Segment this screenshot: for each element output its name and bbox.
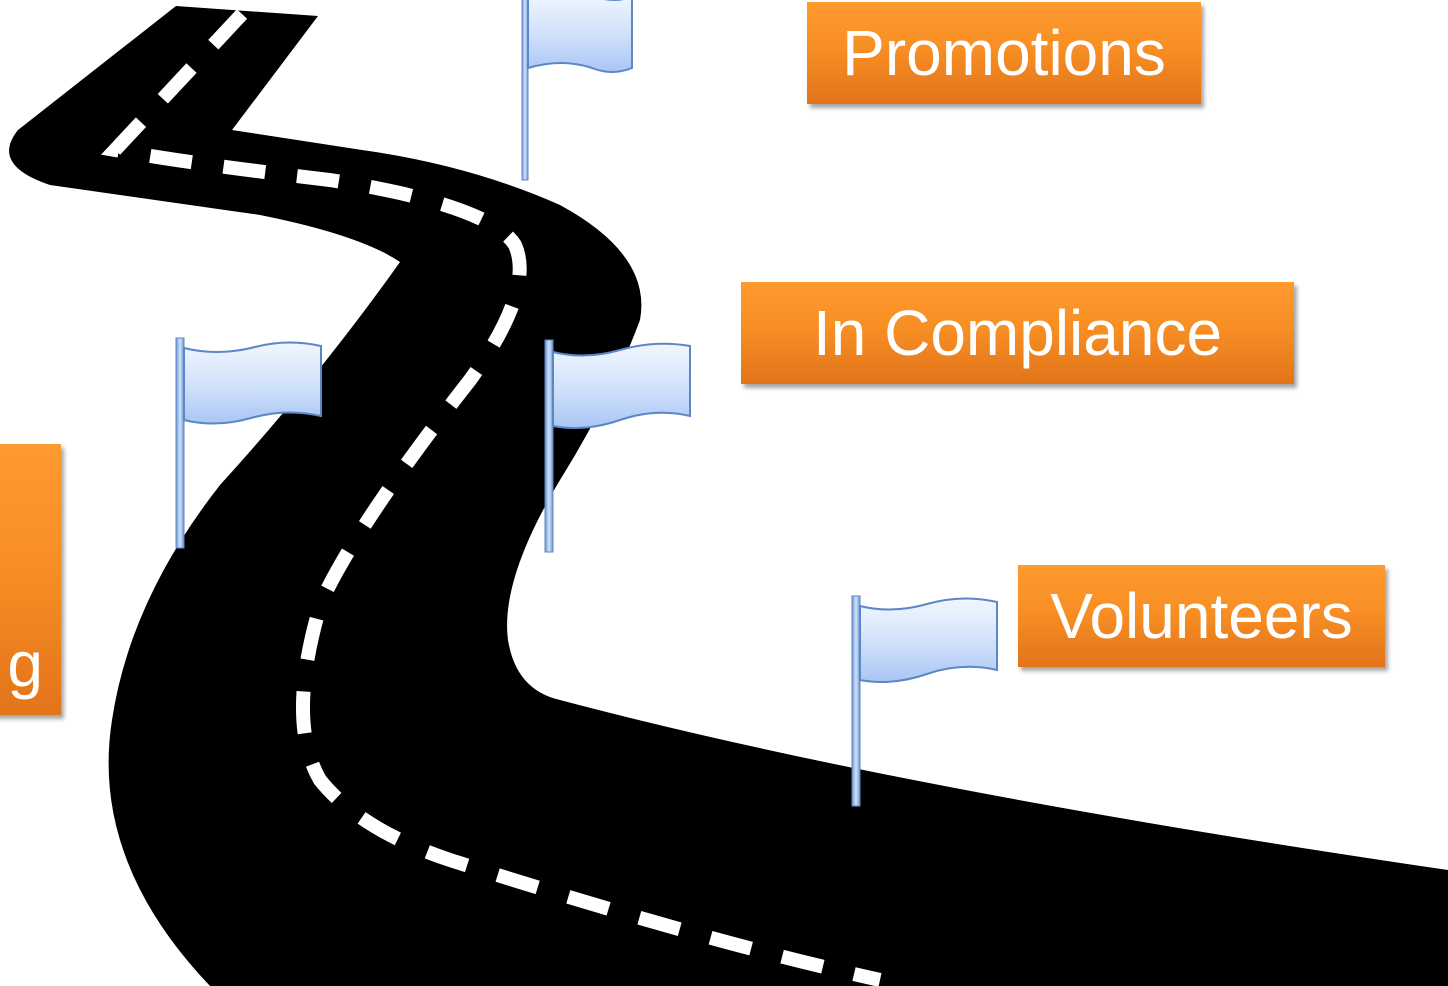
label-volunteers: Volunteers (1018, 565, 1385, 667)
label-in-compliance: In Compliance (741, 282, 1294, 384)
label-partial-cutoff: g (0, 444, 61, 715)
flag-icon (183, 341, 322, 425)
flag-pole (521, 0, 529, 181)
road-surface (9, 6, 1448, 986)
label-promotions: Promotions (807, 2, 1201, 104)
lane-markings (101, 9, 882, 986)
flag-left (175, 337, 322, 549)
flag-pole (544, 339, 554, 553)
flag-icon (552, 342, 691, 429)
flag-right (851, 595, 998, 807)
center-dashed-line (101, 9, 882, 986)
flag-pole (175, 337, 185, 549)
flag-pole (851, 595, 861, 807)
label-in-compliance-text: In Compliance (812, 297, 1223, 369)
flag-icon (527, 0, 633, 73)
flag-top (521, 0, 633, 181)
label-promotions-text: Promotions (842, 17, 1166, 89)
flag-middle (544, 339, 691, 553)
label-volunteers-text: Volunteers (1050, 580, 1353, 652)
label-partial-text: g (7, 628, 43, 700)
flag-icon (859, 597, 998, 683)
winding-road (9, 6, 1448, 986)
